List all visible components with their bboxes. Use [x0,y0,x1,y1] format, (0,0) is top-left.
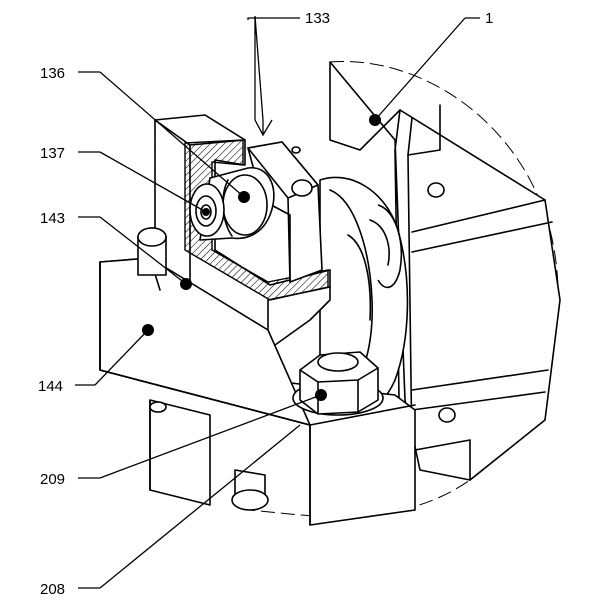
hex-nut-209 [299,351,379,415]
label-136: 136 [40,65,65,82]
label-209: 209 [40,471,65,488]
label-137: 137 [40,145,65,162]
label-208: 208 [40,581,65,598]
block-144 [99,257,416,526]
label-133: 133 [305,10,330,27]
label-1: 1 [485,10,493,27]
label-143: 143 [40,210,65,227]
housing-part-1 [329,61,561,481]
left-stud [137,227,167,276]
roller-wheel [319,176,409,412]
leader-lines [75,15,480,589]
label-144: 144 [38,378,63,395]
